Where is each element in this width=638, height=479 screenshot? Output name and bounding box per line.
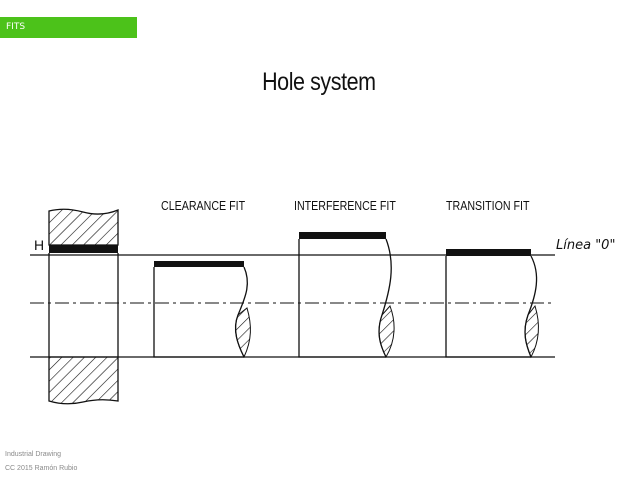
footer-credit: CC 2015 Ramón Rubio: [5, 465, 78, 472]
page-title: Hole system: [262, 68, 376, 96]
clearance-fit-label: CLEARANCE FIT: [161, 198, 246, 213]
hole-label: H: [34, 237, 45, 253]
interference-shaft: [298, 232, 395, 359]
clearance-shaft: [153, 261, 251, 359]
section-tag: FITS: [0, 17, 137, 38]
interference-fit-label: INTERFERENCE FIT: [294, 198, 396, 213]
zero-line-label: Línea "0": [556, 238, 616, 253]
transition-shaft: [445, 249, 539, 359]
footer-course: Industrial Drawing: [5, 451, 62, 458]
transition-fit-label: TRANSITION FIT: [446, 198, 530, 213]
hole-part: [48, 208, 119, 405]
